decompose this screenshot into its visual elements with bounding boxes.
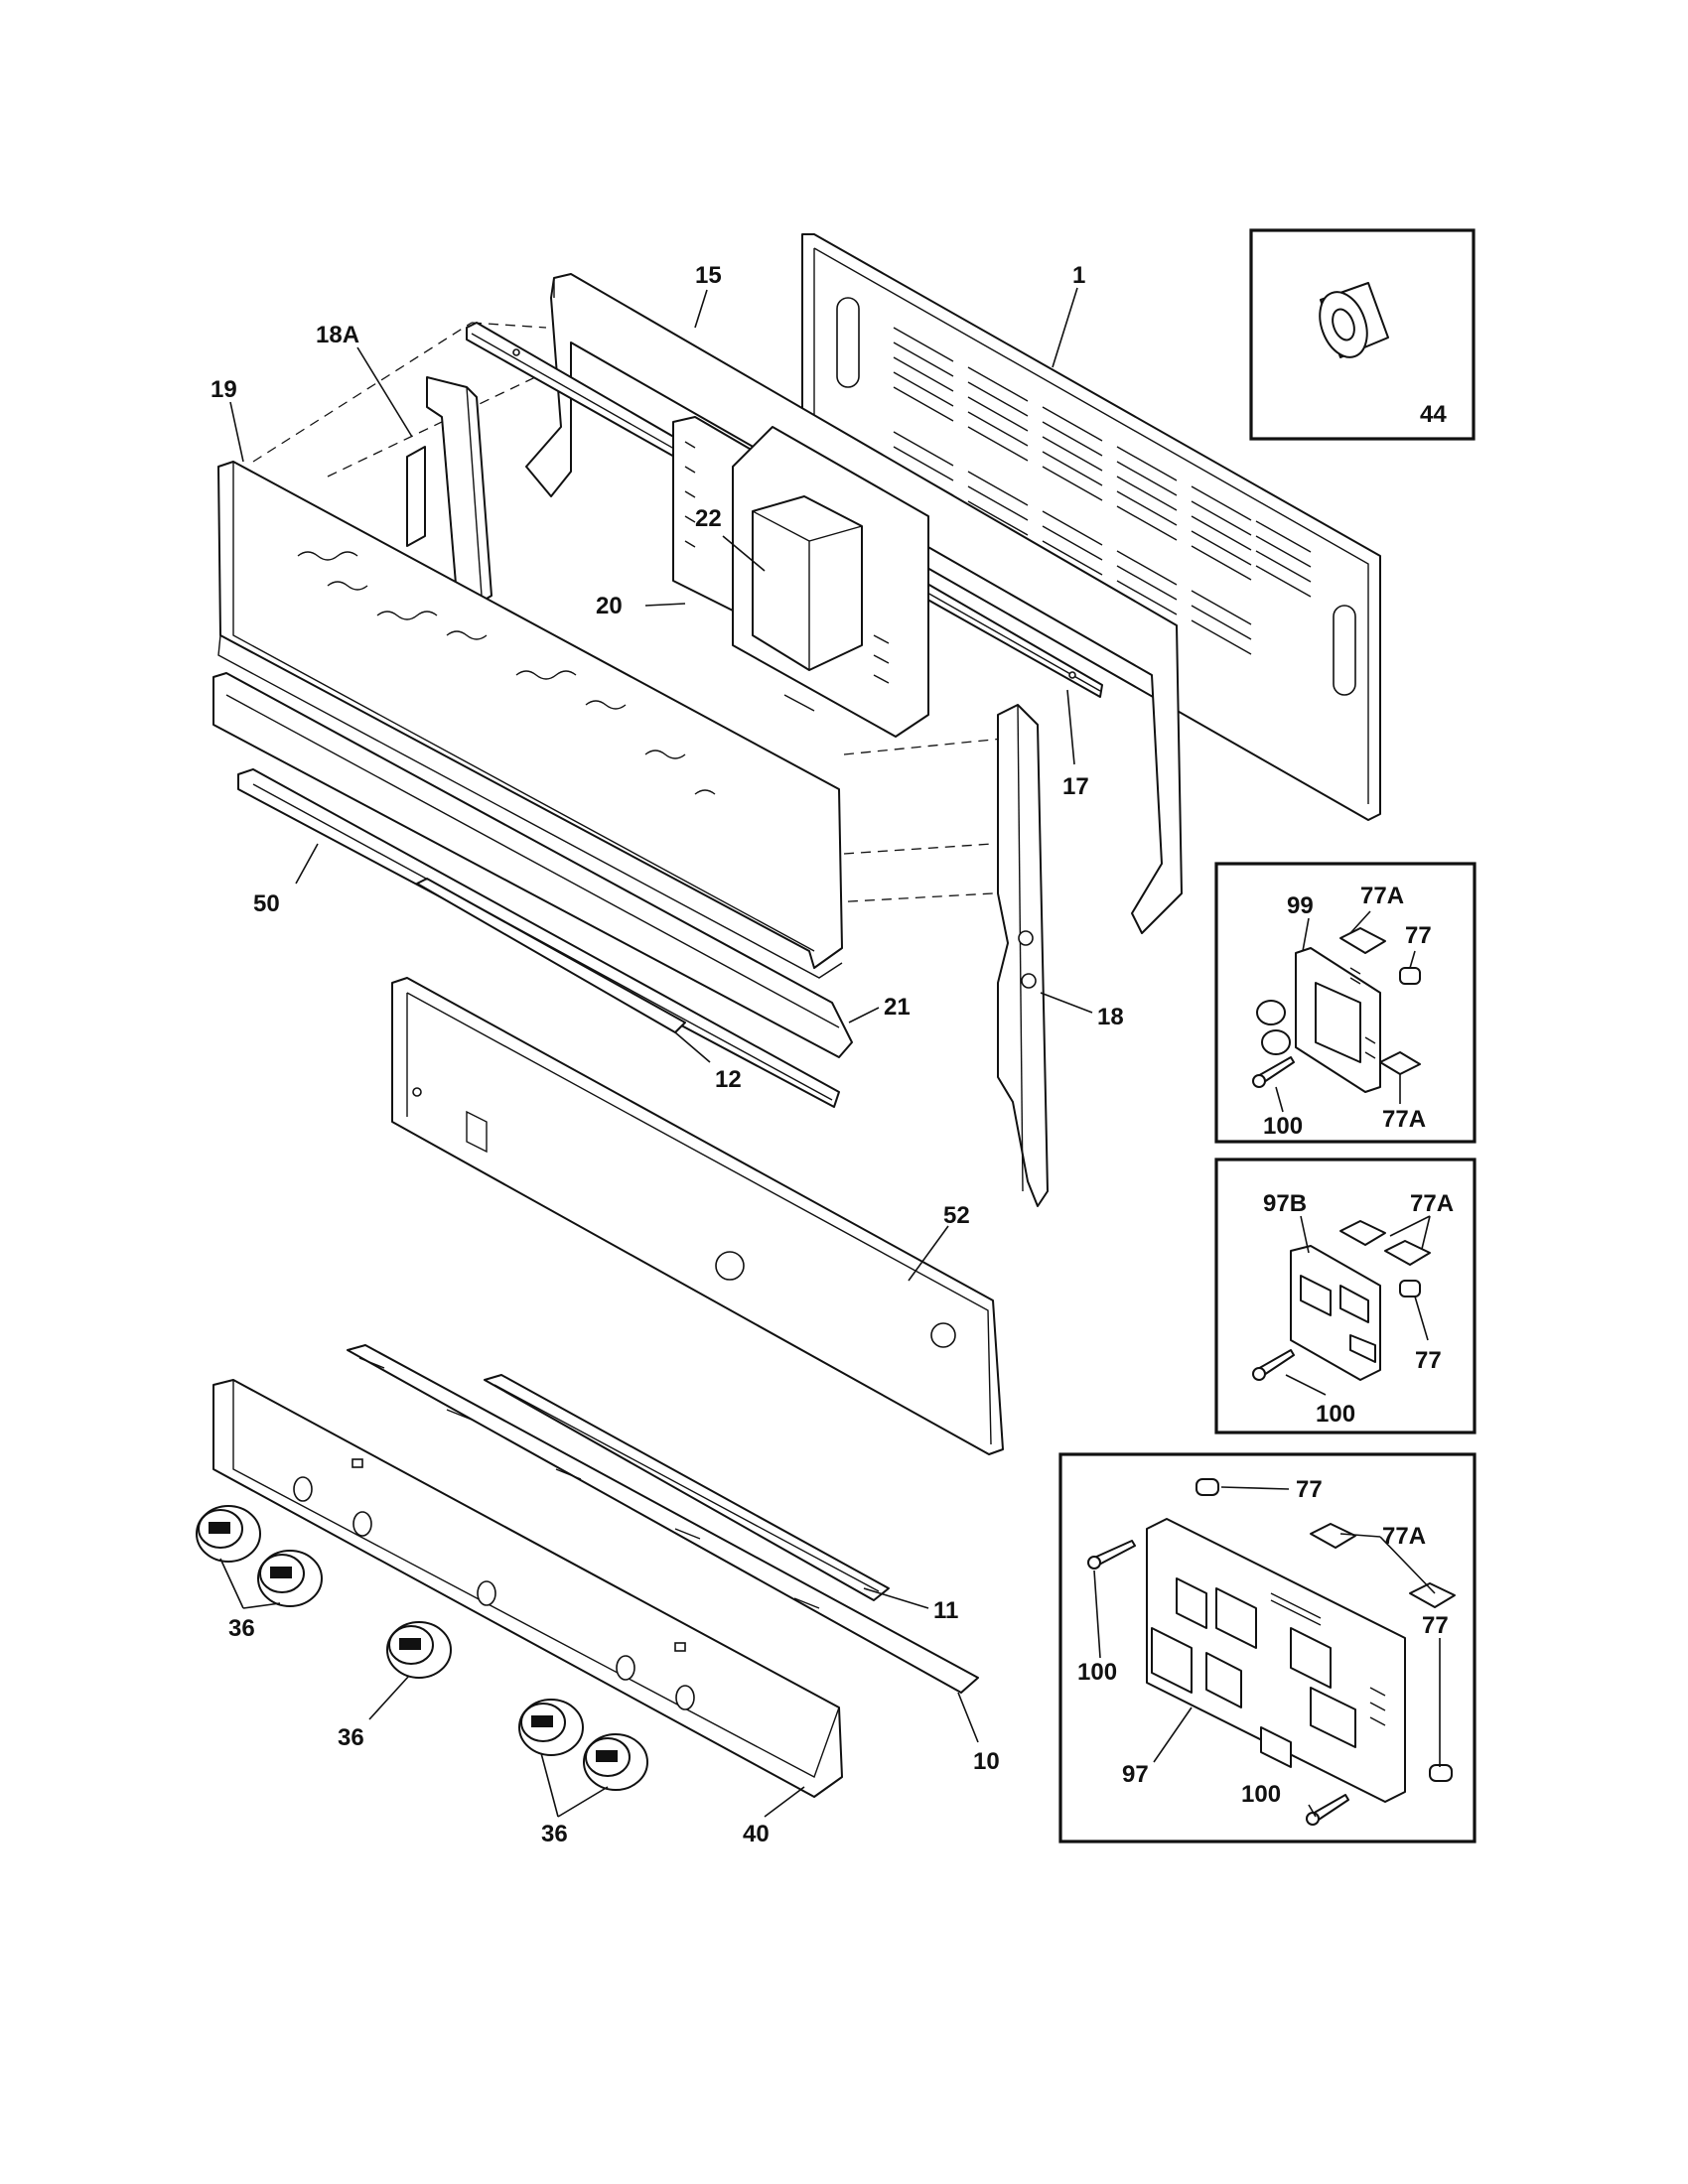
callout-77-box2: 77 (1415, 1347, 1442, 1374)
callout-22: 22 (695, 505, 722, 532)
callout-99: 99 (1287, 892, 1314, 919)
part-36-knobs (196, 1505, 648, 1791)
callout-18: 18 (1097, 1004, 1124, 1030)
callout-77A-box2: 77A (1410, 1190, 1454, 1217)
callout-77A-box3: 77A (1382, 1523, 1426, 1550)
callout-77-top-box3: 77 (1296, 1476, 1323, 1503)
part-11-overlay (484, 1374, 890, 1601)
part-52-panel (391, 977, 1004, 1455)
callout-52: 52 (943, 1202, 970, 1229)
callout-10: 10 (973, 1748, 1000, 1775)
callout-97: 97 (1122, 1761, 1149, 1788)
callout-77A-bottom-box1: 77A (1382, 1106, 1426, 1133)
part-12-strip (416, 878, 686, 1033)
callout-36-c: 36 (541, 1821, 568, 1847)
inset-box-99 (1214, 862, 1477, 1144)
knob-5 (583, 1733, 648, 1791)
part-40-control-panel (212, 1379, 843, 1798)
callout-44: 44 (1420, 401, 1447, 428)
inset-box-44 (1249, 228, 1476, 441)
callout-40: 40 (743, 1821, 770, 1847)
part-19-console (217, 461, 843, 979)
callout-12: 12 (715, 1066, 742, 1093)
callout-1: 1 (1072, 262, 1085, 289)
knob-3 (386, 1621, 452, 1679)
callout-77A-top-box1: 77A (1360, 883, 1404, 909)
callout-20: 20 (596, 593, 623, 619)
callout-100-box2: 100 (1316, 1401, 1355, 1428)
part-22-board (732, 426, 929, 738)
callout-77-box1: 77 (1405, 922, 1432, 949)
callout-50: 50 (253, 890, 280, 917)
callout-15: 15 (695, 262, 722, 289)
callout-77-right-box3: 77 (1422, 1612, 1449, 1639)
callout-100-bottom-box3: 100 (1241, 1781, 1281, 1808)
knob-2 (257, 1550, 323, 1607)
part-21-trim (212, 672, 853, 1058)
part-18-side-bracket (997, 704, 1049, 1207)
inset-box-97B (1214, 1158, 1477, 1434)
knob-1 (196, 1505, 261, 1563)
knob-4 (518, 1699, 584, 1756)
callout-labels: 1 15 18A 19 22 20 17 50 21 12 18 52 11 1… (211, 262, 1454, 1847)
callout-11: 11 (933, 1597, 958, 1624)
callout-36-b: 36 (338, 1724, 364, 1751)
callout-97B: 97B (1263, 1190, 1307, 1217)
leader-lines (219, 287, 1093, 1818)
callout-19: 19 (211, 376, 237, 403)
callout-18A: 18A (316, 322, 359, 348)
part-10-overlay (347, 1344, 979, 1694)
callout-21: 21 (884, 994, 911, 1021)
callout-100-box1: 100 (1263, 1113, 1303, 1140)
callout-100-left-box3: 100 (1077, 1659, 1117, 1686)
inset-box-97 (1058, 1452, 1477, 1843)
callout-17: 17 (1062, 773, 1089, 800)
callout-36-a: 36 (228, 1615, 255, 1642)
